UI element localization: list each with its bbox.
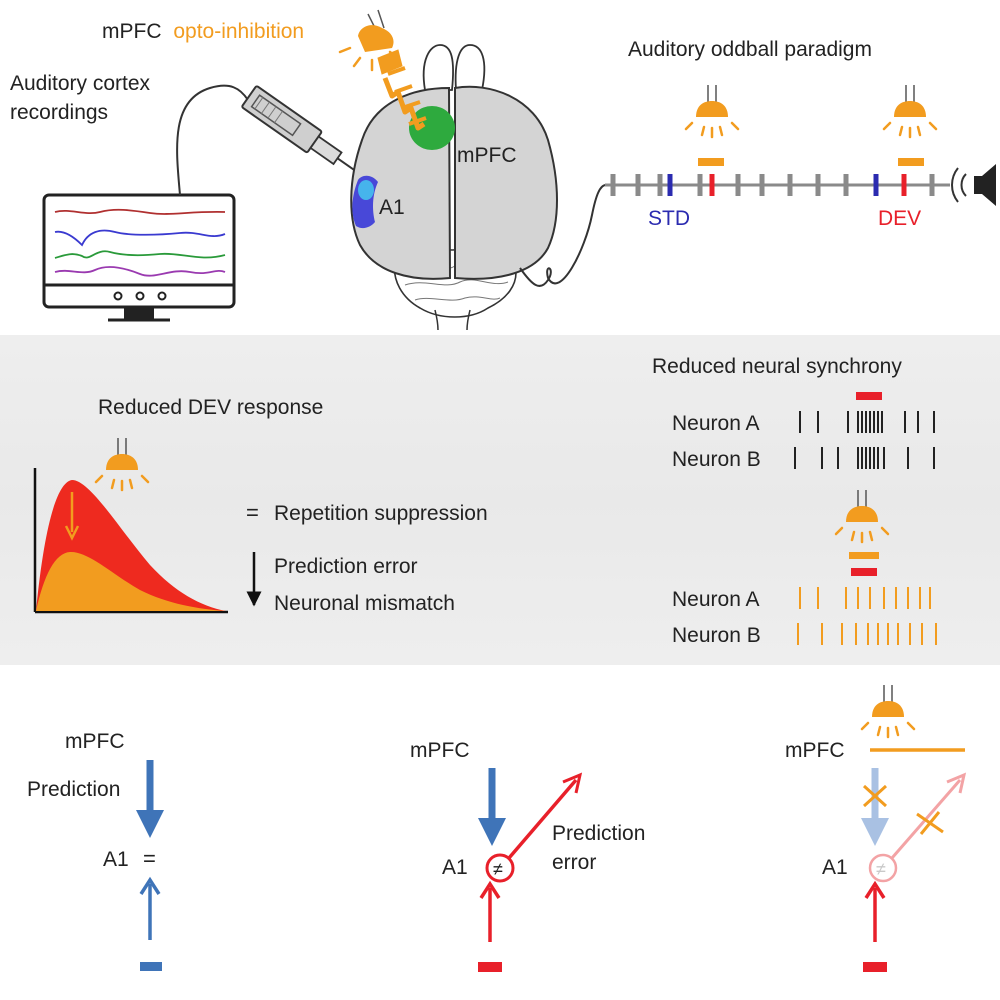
- panel1-equals: =: [143, 846, 156, 871]
- panel2-comparator: [485, 853, 515, 883]
- panel3-not-equal: ≠: [876, 859, 886, 879]
- oddball-sequence: [605, 174, 950, 196]
- brain-a1-label: A1: [379, 196, 405, 219]
- auditory-cortex-label-line1: Auditory cortex: [10, 72, 151, 95]
- trace-green: [54, 250, 226, 259]
- mouse-brain: [350, 44, 558, 331]
- reduced-dev-title: Reduced DEV response: [98, 396, 323, 419]
- neuron-a-label-control: Neuron A: [672, 412, 760, 435]
- brain-mpfc-label: mPFC: [457, 144, 517, 167]
- neuron-a-label-inhibited: Neuron A: [672, 588, 760, 611]
- panel1-prediction-label: Prediction: [27, 778, 120, 801]
- panel3-blocked-prediction-arrow: [861, 768, 889, 846]
- panel2-a1-label: A1: [442, 856, 468, 879]
- panel2-prediction-error-line1: Prediction: [552, 822, 645, 845]
- panel1-a1-label: A1: [103, 848, 129, 871]
- panel1-mpfc-label: mPFC: [65, 730, 125, 753]
- neuron-b-label-control: Neuron B: [672, 448, 761, 471]
- repetition-suppression-label: Repetition suppression: [274, 502, 488, 525]
- oddball-title: Auditory oddball paradigm: [628, 38, 872, 61]
- speaker-cable: [519, 184, 607, 287]
- mpfc-opto-prefix: mPFC: [102, 20, 162, 43]
- trace-purple: [54, 266, 226, 277]
- panel3-lamp-icon: [860, 683, 916, 739]
- spike-raster-control: [794, 411, 935, 469]
- panel-1-match: mPFC Prediction A1 =: [27, 730, 164, 971]
- panel3-blocked-error-arrow: [890, 772, 967, 859]
- oddball-lamp-icon-1: [684, 83, 740, 139]
- olfactory-bulb-right: [454, 44, 486, 91]
- prediction-error-label: Prediction error: [274, 555, 418, 578]
- neuronal-mismatch-label: Neuronal mismatch: [274, 592, 455, 615]
- panel1-prediction-arrow: [136, 760, 164, 838]
- trace-red: [54, 208, 226, 215]
- panel3-comparator: [868, 853, 898, 883]
- panel2-not-equal: ≠: [493, 859, 503, 879]
- sync-stimulus-bar-bottom: [851, 568, 877, 576]
- olfactory-bulb-left: [422, 44, 454, 91]
- oddball-light-bar-1: [698, 158, 724, 166]
- mpfc-region: [409, 106, 455, 150]
- equals-symbol: =: [246, 500, 259, 525]
- trace-blue: [54, 229, 226, 247]
- oddball-lamp-icon-2: [882, 83, 938, 139]
- opto-inhibition-label: opto-inhibition: [173, 20, 304, 43]
- panel-2-mismatch: mPFC A1 ≠ Prediction error: [410, 739, 645, 972]
- oddball-light-bar-2: [898, 158, 924, 166]
- auditory-cortex-label-line2: recordings: [10, 101, 108, 124]
- spike-raster-inhibited: [797, 587, 937, 645]
- panel2-error-arrow: [507, 772, 583, 860]
- panel1-input-arrow: [139, 876, 161, 940]
- synchrony-title: Reduced neural synchrony: [652, 355, 902, 378]
- panel2-dev-stimulus: [478, 962, 502, 972]
- speaker-icon: [951, 164, 996, 206]
- panel3-a1-label: A1: [822, 856, 848, 879]
- recording-cable: [176, 84, 249, 196]
- computer-monitor: [42, 193, 236, 322]
- electrode: [241, 85, 358, 173]
- panel3-dev-stimulus: [863, 962, 887, 972]
- panel-3-inhibited: mPFC A1 ≠: [785, 683, 967, 972]
- dev-response-plot: [33, 468, 228, 614]
- panel1-std-stimulus: [140, 962, 162, 971]
- panel2-mpfc-label: mPFC: [410, 739, 470, 762]
- middle-panel-background: [0, 335, 1000, 665]
- sync-stimulus-bar-top: [856, 392, 882, 400]
- panel2-prediction-arrow: [478, 768, 506, 846]
- top-lamp-icon: [338, 9, 400, 72]
- neuron-b-label-inhibited: Neuron B: [672, 624, 761, 647]
- right-hemisphere: [454, 85, 558, 280]
- dev-label: DEV: [878, 207, 921, 230]
- panel2-input-arrow: [479, 880, 501, 942]
- inhibited-response-curve: [36, 551, 226, 611]
- panel3-mpfc-label: mPFC: [785, 739, 845, 762]
- mpfc-opto-title: mPFC opto-inhibition: [102, 20, 304, 43]
- std-label: STD: [648, 207, 690, 230]
- panel3-input-arrow: [864, 880, 886, 942]
- sync-light-bar: [849, 552, 879, 559]
- panel2-prediction-error-line2: error: [552, 851, 596, 874]
